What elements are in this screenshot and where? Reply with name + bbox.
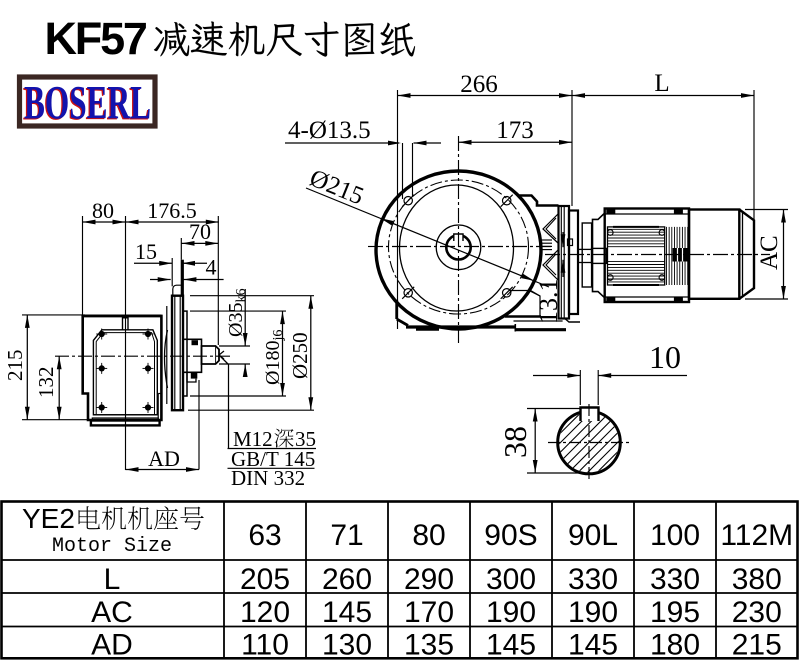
svg-text:176.5: 176.5 [147,198,197,223]
svg-text:AD: AD [91,629,133,661]
svg-text:330: 330 [568,563,618,596]
svg-text:100: 100 [650,519,700,552]
svg-text:266: 266 [460,71,498,98]
svg-text:215: 215 [3,350,27,382]
svg-text:130: 130 [322,629,372,661]
svg-text:190: 190 [568,596,618,629]
svg-text:145: 145 [322,596,372,629]
svg-text:AD: AD [148,446,180,471]
svg-text:Ø180j6: Ø180j6 [262,330,286,385]
svg-text:330: 330 [650,563,700,596]
svg-text:80: 80 [412,519,445,552]
svg-text:BOSERL: BOSERL [23,77,150,130]
svg-text:4: 4 [206,255,217,280]
svg-text:4-Ø13.5: 4-Ø13.5 [288,117,371,144]
svg-text:173: 173 [496,117,534,144]
svg-text:145: 145 [568,629,618,661]
svg-text:112M: 112M [720,519,793,552]
svg-text:120: 120 [240,596,290,629]
svg-text:135: 135 [404,629,454,661]
svg-text:DIN 332: DIN 332 [231,466,305,490]
svg-text:90L: 90L [568,519,618,552]
svg-text:170: 170 [404,596,454,629]
svg-text:80: 80 [92,198,114,223]
svg-text:Ø215: Ø215 [306,165,368,211]
svg-text:110: 110 [241,629,289,661]
svg-text:230: 230 [732,596,782,629]
svg-text:190: 190 [486,596,536,629]
svg-text:290: 290 [404,563,454,596]
svg-text:AC: AC [91,596,133,629]
svg-text:215: 215 [732,629,782,661]
svg-text:180: 180 [650,629,700,661]
svg-text:70: 70 [189,219,211,244]
svg-text:205: 205 [240,563,290,596]
svg-text:380: 380 [732,563,782,596]
svg-text:195: 195 [650,596,700,629]
svg-text:132: 132 [34,367,58,399]
svg-text:10: 10 [649,339,681,375]
svg-text:63: 63 [248,519,281,552]
svg-text:260: 260 [322,563,372,596]
svg-text:L: L [654,70,669,97]
svg-text:YE2: YE2 [22,503,75,534]
svg-text:BOSERL: BOSERL [24,77,151,130]
svg-text:M12: M12 [233,427,273,451]
svg-text:71: 71 [330,519,363,552]
svg-text:38: 38 [497,426,533,458]
svg-text:15: 15 [135,239,157,264]
svg-text:AC: AC [756,235,783,270]
svg-text:90S: 90S [484,519,537,552]
svg-text:KF57: KF57 [45,13,147,64]
svg-text:L: L [104,563,121,596]
svg-text:300: 300 [486,563,536,596]
svg-text:Ø250: Ø250 [288,332,312,379]
svg-text:GB/T 145: GB/T 145 [231,447,315,471]
svg-text:35: 35 [295,427,316,451]
svg-text:Motor Size: Motor Size [52,535,172,558]
svg-text:145: 145 [486,629,536,661]
